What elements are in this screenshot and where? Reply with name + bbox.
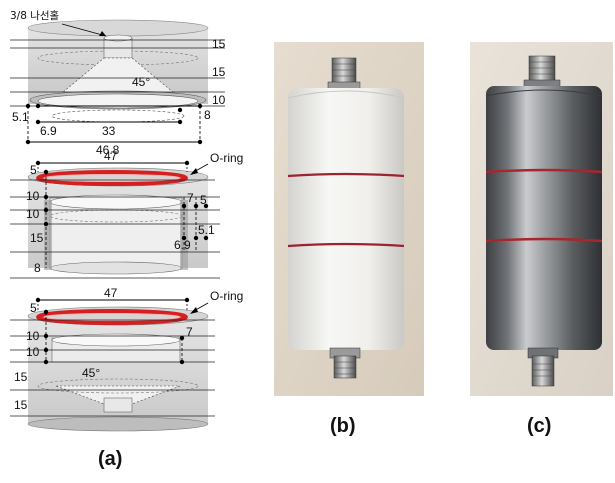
dim-label: 5.1	[198, 223, 215, 237]
dim-label: 5	[30, 301, 37, 315]
dim-label: 5	[200, 193, 207, 207]
dim-label: 10	[26, 329, 40, 343]
caption-c: (c)	[527, 415, 551, 437]
dim-label: 15	[14, 398, 28, 412]
caption-a: (a)	[98, 448, 122, 470]
dim-label: 46.8	[96, 143, 120, 157]
thread-hole-label: 3/8 나선홀	[10, 9, 60, 22]
dim-label: 15	[14, 370, 28, 384]
angle-label: 45°	[132, 75, 150, 89]
dim-label: 15	[30, 231, 44, 245]
dim-label: 6.9	[40, 124, 57, 138]
bottom-cap-drawing: O-ring 5 47 10 10 15 15 7 45°	[10, 286, 243, 432]
dim-label: 7	[187, 191, 194, 205]
dim-label: 10	[26, 189, 40, 203]
dim-label: 7	[186, 325, 193, 339]
photo-c	[470, 42, 613, 396]
dim-label: 8	[34, 261, 41, 275]
dim-label: 15	[212, 37, 226, 51]
dim-label: 33	[102, 124, 116, 138]
dim-label: 6.9	[174, 238, 191, 252]
oring-label: O-ring	[210, 151, 243, 165]
caption-b: (b)	[330, 415, 356, 437]
dim-label: 10	[26, 207, 40, 221]
dim-label: 5	[30, 163, 37, 177]
angle-label: 45°	[82, 366, 100, 380]
oring-label: O-ring	[210, 289, 243, 303]
dim-label: 10	[212, 93, 226, 107]
middle-body-drawing: O-ring 5 47 10 10 15 8 7 5 5.1 6.9	[10, 149, 243, 279]
dim-label: 10	[26, 345, 40, 359]
dim-label: 47	[104, 149, 118, 163]
dim-label: 5.1	[12, 110, 29, 124]
panel-a-drawing: 3/8 나선홀 15 15 10 45° 5.1 8 6.9 33 46.8	[10, 9, 243, 432]
photo-b	[274, 42, 424, 396]
top-cap-drawing: 3/8 나선홀 15 15 10 45° 5.1 8 6.9 33 46.8	[10, 9, 226, 157]
dim-label: 47	[104, 286, 118, 300]
dim-label: 8	[204, 108, 211, 122]
dim-label: 15	[212, 65, 226, 79]
